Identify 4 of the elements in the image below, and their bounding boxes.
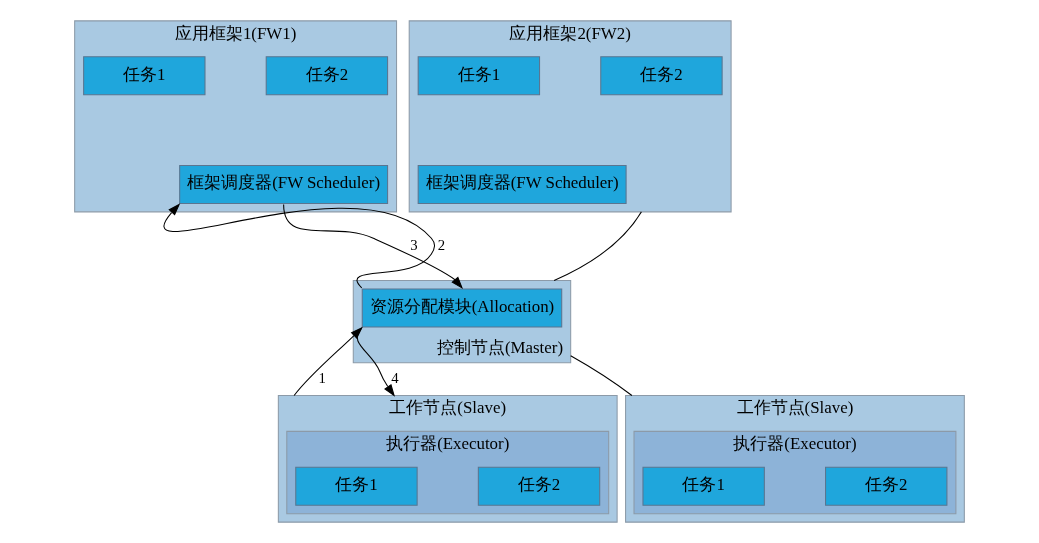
edge-label: 4 [391,370,399,387]
edge-label: 2 [437,237,446,254]
edge-label: 1 [318,370,326,387]
edge-label: 3 [410,237,418,254]
